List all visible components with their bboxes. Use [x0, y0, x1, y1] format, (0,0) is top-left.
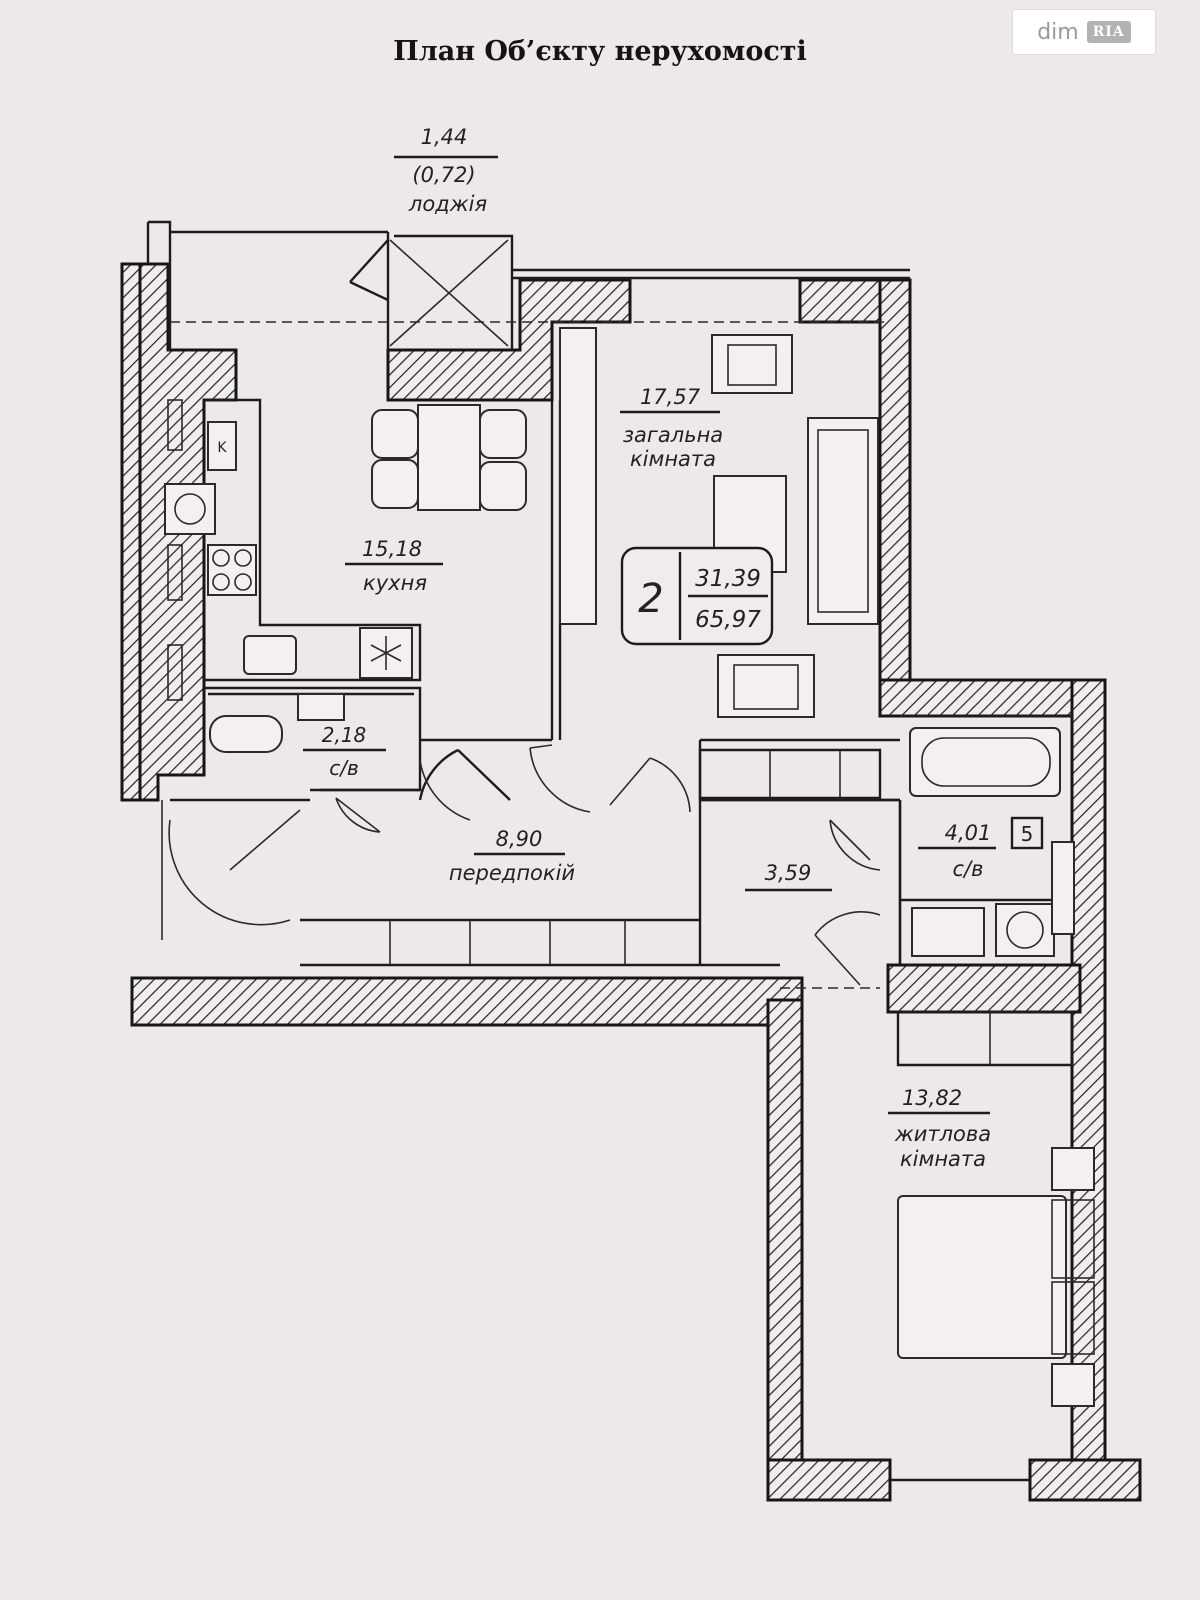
sink-icon: [243, 635, 297, 675]
kitchen-area: 15,18: [362, 537, 422, 561]
hall-name: передпокій: [449, 861, 575, 885]
living-wardrobe-div: [769, 750, 841, 798]
wall-bedroom-left: [766, 998, 804, 1502]
living-room-area: 17,57: [640, 385, 701, 409]
rooms-count: 2: [638, 576, 663, 622]
door-living-right: [609, 757, 691, 813]
living-shelf: [559, 327, 597, 625]
kitchen-name: кухня: [363, 571, 427, 595]
door-bedroom: [814, 911, 881, 986]
towel-rail: [1051, 841, 1075, 935]
bedroom-wardrobe: [896, 1010, 1074, 1067]
bedroom-name-1: житлова: [894, 1122, 991, 1146]
chair-1: [371, 409, 419, 459]
wall-bottom-left: [766, 1458, 892, 1502]
chair-2: [371, 459, 419, 509]
loggia-outline: [146, 220, 514, 350]
boiler-icon: [164, 483, 216, 535]
room-labels: 1,44 (0,72) лоджія 17,57 загальна кімнат…: [303, 125, 1044, 1171]
bathroom-name: с/в: [953, 857, 984, 881]
loggia-door: [349, 239, 389, 302]
dining-table-icon: [417, 404, 481, 511]
sofa-icon: [807, 417, 879, 625]
nightstand-1: [1051, 1147, 1095, 1191]
bedroom-name-2: кімната: [900, 1147, 986, 1171]
total-area: 65,97: [695, 607, 761, 633]
door-bath: [829, 819, 881, 871]
wall-left-outer: [120, 262, 142, 802]
partition-kitchen-living: [550, 400, 562, 740]
bed-icon: [897, 1195, 1067, 1359]
living-wardrobe: [698, 748, 882, 800]
living-room-name-1: загальна: [623, 423, 723, 447]
corridor-area: 3,59: [765, 861, 812, 885]
bathroom-area: 4,01: [945, 821, 992, 845]
door-living-left: [529, 744, 591, 813]
refrigerator-icon: [207, 421, 237, 471]
loggia-name: лоджія: [408, 192, 487, 216]
wall-loggia-pier: [386, 278, 632, 402]
kitchen-counter: [204, 398, 422, 682]
chair-4: [479, 461, 527, 511]
door-wc: [335, 797, 381, 833]
chair-3: [479, 409, 527, 459]
svg-text:K: K: [217, 440, 227, 456]
loggia-window: [389, 239, 509, 347]
wc-area: 2,18: [322, 723, 367, 747]
wall-horizontal: [130, 976, 804, 1027]
stove-icon: [207, 544, 257, 596]
watermark-badge: RIA: [1086, 21, 1131, 43]
furniture: K: [164, 327, 1095, 1407]
nightstand-2: [1051, 1363, 1095, 1407]
wall-right-living: [878, 278, 912, 682]
living-area-total: 31,39: [695, 566, 761, 592]
doors: [168, 744, 881, 989]
wc-sink-icon: [297, 693, 345, 721]
toilet-icon: [209, 715, 283, 753]
hall-area: 8,90: [496, 827, 543, 851]
loggia-reduced-area: (0,72): [412, 163, 475, 187]
door-kitchen: [418, 748, 511, 801]
wc-name: с/в: [329, 756, 359, 780]
dimria-watermark: dim RIA: [1013, 10, 1155, 54]
door-entrance: [168, 809, 301, 926]
bathtub-icon: [909, 727, 1061, 797]
door-kitchen-arc: [419, 759, 471, 821]
partitions: [146, 220, 1074, 1482]
loggia-top-rail: [512, 268, 910, 280]
bathroom-tag: 5: [1021, 822, 1034, 846]
bathroom-outline: [898, 714, 1072, 965]
wall-bottom-right: [1028, 1458, 1142, 1502]
apartment-badge: 2 31,39 65,97: [620, 546, 774, 646]
wall-bath-bedroom: [886, 963, 1082, 1014]
hall-cabinets: [389, 920, 626, 965]
watermark-text: dim: [1037, 19, 1079, 45]
living-room-name-2: кімната: [630, 447, 716, 471]
loggia-area: 1,44: [421, 125, 468, 149]
bath-sink-icon: [911, 907, 985, 957]
page-title: План Об’єкту нерухомості: [393, 36, 807, 67]
bedroom-area: 13,82: [902, 1086, 962, 1110]
